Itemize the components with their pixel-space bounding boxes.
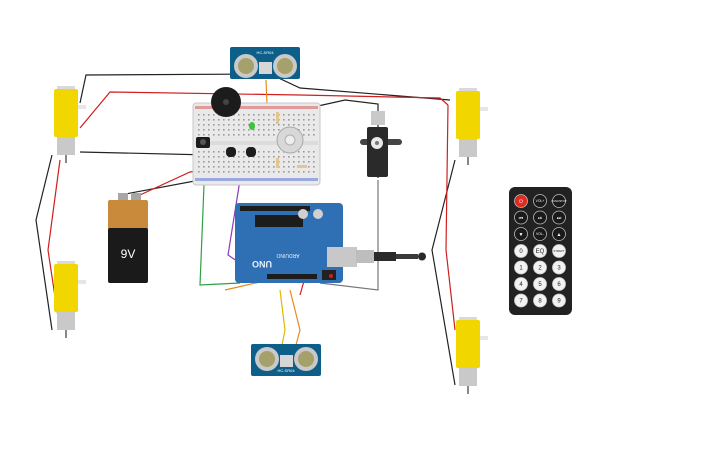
- remote-button-label: ⏯: [538, 216, 542, 222]
- remote-button-label: ▼: [519, 232, 524, 238]
- remote-button-label: 2: [538, 266, 542, 272]
- remote-button-label: 7: [519, 299, 523, 305]
- transistors: [226, 147, 256, 157]
- remote-button-19[interactable]: 8: [533, 293, 547, 308]
- wire-black-right-vertical: [431, 159, 456, 386]
- wire-black-battery: [119, 179, 201, 196]
- remote-button-9[interactable]: 0: [514, 244, 528, 258]
- wire-yellow-1: [279, 289, 286, 346]
- remote-button-7[interactable]: VOL-: [533, 227, 547, 241]
- green-led: [249, 122, 255, 130]
- ir-remote: ⏻ VOL+ FUNC/STOP ⏮ ⏯ ⏭ ▼ VOL- ▲ 0 EQ ST/REPT 1 2 3 4 5 6 7…: [509, 187, 572, 315]
- remote-button-1[interactable]: VOL+: [533, 194, 547, 208]
- sensor-bottom-label: HC-SR04: [277, 368, 295, 373]
- dc-motors: [54, 86, 488, 394]
- remote-button-label: 9: [557, 299, 561, 305]
- potentiometer: [276, 126, 304, 154]
- remote-button-label: VOL+: [536, 199, 545, 203]
- wire-black-usb-gray: [319, 180, 379, 291]
- remote-button-label: ⏭: [557, 216, 562, 222]
- remote-button-16[interactable]: 5: [533, 277, 547, 291]
- remote-button-label: 0: [519, 249, 523, 255]
- remote-button-17[interactable]: 6: [552, 277, 566, 291]
- remote-button-2[interactable]: FUNC/STOP: [552, 194, 567, 208]
- remote-button-label: VOL-: [536, 232, 544, 236]
- remote-button-label: ⏮: [519, 216, 524, 222]
- remote-button-label: 4: [519, 282, 523, 288]
- remote-button-18[interactable]: 7: [514, 293, 528, 308]
- remote-button-5[interactable]: ⏭: [552, 210, 566, 225]
- remote-button-label: 3: [557, 266, 561, 272]
- remote-button-label: 8: [538, 299, 542, 305]
- remote-button-label: ⏻: [519, 199, 523, 205]
- battery-9v: 9V: [108, 193, 148, 283]
- wire-black-motor-breadboard: [79, 151, 211, 156]
- battery-label: 9V: [121, 247, 136, 261]
- arduino-uno: UNO ARDUINO: [235, 203, 357, 283]
- resistors: [276, 112, 307, 168]
- buzzer: [211, 87, 241, 117]
- ultrasonic-sensor-top: HC-SR04: [230, 47, 300, 79]
- remote-button-label: 1: [519, 266, 523, 272]
- remote-button-label: 6: [557, 282, 561, 288]
- remote-button-3[interactable]: ⏮: [514, 210, 528, 225]
- remote-button-label: FUNC/STOP: [552, 199, 567, 203]
- remote-button-label: 5: [538, 282, 542, 288]
- remote-button-13[interactable]: 2: [533, 260, 547, 275]
- wire-red-right: [445, 104, 456, 331]
- remote-button-4[interactable]: ⏯: [533, 210, 547, 225]
- ir-receiver: [196, 137, 210, 148]
- remote-button-11[interactable]: ST/REPT: [552, 244, 566, 258]
- motor-top-right: [456, 88, 488, 165]
- arduino-brand: ARDUINO: [276, 252, 299, 258]
- wire-orange-3: [289, 289, 301, 346]
- arduino-logo: UNO: [252, 259, 272, 269]
- remote-button-12[interactable]: 1: [514, 260, 528, 275]
- wire-black-left-vertical: [35, 154, 53, 331]
- remote-button-label: ▲: [557, 232, 562, 238]
- wire-green: [199, 184, 241, 286]
- usb-cable: [356, 250, 426, 263]
- remote-button-label: EQ: [536, 249, 545, 255]
- sensor-top-label: HC-SR04: [256, 50, 274, 55]
- remote-button-label: ST/REPT: [554, 249, 565, 253]
- servo-motor: [360, 111, 402, 177]
- ultrasonic-sensor-bottom: HC-SR04: [251, 344, 321, 376]
- remote-buttons: ⏻ VOL+ FUNC/STOP ⏮ ⏯ ⏭ ▼ VOL- ▲ 0 EQ ST/REPT 1 2 3 4 5 6 7…: [514, 194, 567, 308]
- remote-button-20[interactable]: 9: [552, 293, 566, 308]
- remote-button-15[interactable]: 4: [514, 277, 528, 291]
- remote-button-0[interactable]: ⏻: [514, 194, 528, 208]
- motor-bottom-left: [54, 261, 86, 338]
- remote-button-14[interactable]: 3: [552, 260, 566, 275]
- remote-button-8[interactable]: ▲: [552, 227, 566, 241]
- remote-button-6[interactable]: ▼: [514, 227, 528, 241]
- motor-top-left: [54, 86, 86, 163]
- motor-bottom-right: [456, 317, 488, 394]
- wire-red-top: [79, 91, 449, 129]
- remote-button-10[interactable]: EQ: [533, 244, 547, 258]
